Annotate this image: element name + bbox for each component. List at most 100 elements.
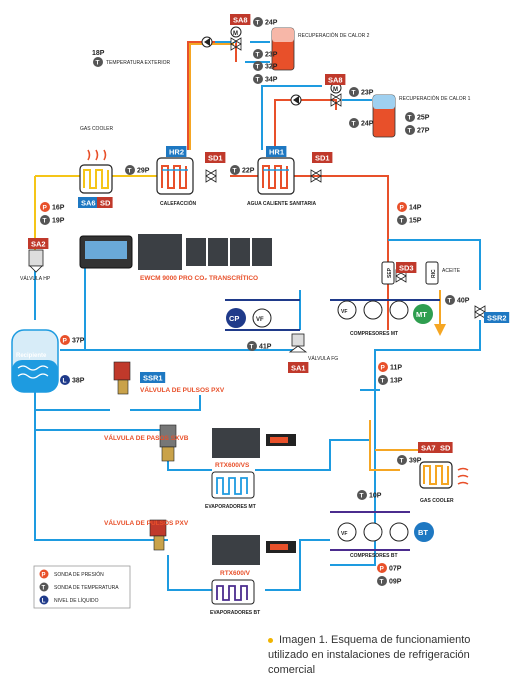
sensor-09p: T 09P xyxy=(377,576,402,586)
pump-icon xyxy=(201,36,302,106)
gascooler2-label: GAS COOLER xyxy=(420,498,454,504)
sensor-type-icon xyxy=(253,49,263,59)
sensor-type-icon xyxy=(405,112,415,122)
tag-text: HR2 xyxy=(169,148,184,157)
pipe-dark-bt-bus xyxy=(330,511,410,551)
tag-background xyxy=(484,312,510,323)
calefaccion-label: CALEFACCIÓN xyxy=(160,199,197,207)
sensor-type-letter: T xyxy=(352,121,356,128)
tag-background xyxy=(28,238,49,249)
gas-cooler-1 xyxy=(79,149,113,194)
sensor-id: 32P xyxy=(265,64,278,71)
sensor-id: 10P xyxy=(369,493,382,500)
tag-sa7: SA7 xyxy=(418,442,439,453)
sensor-type-letter: T xyxy=(256,77,260,84)
ric-label: RIC xyxy=(431,269,437,278)
sensor-type-icon xyxy=(349,118,359,128)
gascooler-label: GAS COOLER xyxy=(80,126,113,132)
sensor-type-letter: T xyxy=(408,128,412,135)
tag-background xyxy=(437,442,453,453)
three-way-valve-icon xyxy=(205,169,322,183)
rtx600vs-device xyxy=(212,428,296,458)
tag-text: SA1 xyxy=(291,364,306,373)
pipe-blue-recup1 xyxy=(261,85,372,150)
sensor-type-icon xyxy=(93,57,103,67)
sensor-id: 24P xyxy=(265,20,278,27)
sensor-type-letter: T xyxy=(233,168,237,175)
tag-sa6: SA6 xyxy=(78,197,99,208)
sensor-id: 09P xyxy=(389,579,402,586)
sensor-type-letter: T xyxy=(381,378,385,385)
legend-temperature: SONDA DE TEMPERATURA xyxy=(54,585,119,591)
vf-label: VF xyxy=(256,317,264,323)
motor-valve-icon: M M xyxy=(230,26,342,107)
sensor-type-letter: T xyxy=(408,115,412,122)
tag-text: HR1 xyxy=(269,148,284,157)
pipe-blue-main xyxy=(34,270,370,541)
tag-text: SD xyxy=(100,199,111,208)
sensor-id: 22P xyxy=(242,168,255,175)
tag-background xyxy=(288,362,309,373)
controller-label: EWCM 9000 PRO CO₂ TRANSCRÍTICO xyxy=(140,273,258,282)
tag-text: SA6 xyxy=(81,199,96,208)
sensor-type-icon xyxy=(230,165,240,175)
sensor-type-letter: T xyxy=(400,458,404,465)
evaporator-mt xyxy=(211,471,255,499)
caption-text: Imagen 1. Esquema de funcionamiento util… xyxy=(268,634,471,676)
rtx600vs-label: RTX600/VS xyxy=(215,462,250,469)
legend: P T L xyxy=(33,565,131,609)
tag-background xyxy=(166,146,187,157)
sensor-type-letter: T xyxy=(380,579,384,586)
valve-ssr2-icon xyxy=(474,305,486,319)
tag-text: SD1 xyxy=(315,154,330,163)
sensor-type-letter: T xyxy=(448,298,452,305)
compresores-mt-label: COMPRESORES MT xyxy=(350,331,398,337)
tag-background xyxy=(230,14,251,25)
tag-text: SA2 xyxy=(31,240,46,249)
sensor-type-icon xyxy=(377,563,387,573)
tag-background xyxy=(396,262,417,273)
sensor-type-icon xyxy=(60,335,70,345)
pipe-orange-compmt xyxy=(369,420,400,471)
pipe-orange-recup2 xyxy=(189,43,234,150)
compressors-mt xyxy=(337,300,433,324)
tag-background xyxy=(418,442,439,453)
sensor-type-icon xyxy=(125,165,135,175)
sensor-id: 13P xyxy=(390,378,403,385)
sensor-id: 40P xyxy=(457,298,470,305)
sensor-type-icon xyxy=(378,375,388,385)
tag-text: SSR2 xyxy=(487,314,507,323)
valvula-sxvb-label: VÁLVULA DE PASOS SXVB xyxy=(104,433,189,442)
valvula-fg-label: VÁLVULA FG xyxy=(308,355,338,362)
sensor-type-icon xyxy=(397,202,407,212)
sensor-40p: T 40P xyxy=(445,295,470,305)
sensor-type-letter: T xyxy=(128,168,132,175)
figure-caption: Imagen 1. Esquema de funcionamiento util… xyxy=(268,633,508,678)
svg-text:L: L xyxy=(42,599,46,605)
sensor-id: 14P xyxy=(409,205,422,212)
vf-bt-label: VF xyxy=(341,531,347,537)
recipiente-label: Recipiente xyxy=(16,353,47,359)
vf-mt-label: VF xyxy=(341,309,347,315)
sensor-type-letter: T xyxy=(352,90,356,97)
heat-exchanger-hr2 xyxy=(156,157,194,195)
rtx600v-device xyxy=(212,535,296,565)
sensor-id: 37P xyxy=(72,338,85,345)
sensor-type-letter: T xyxy=(43,218,47,225)
sensor-type-letter: T xyxy=(250,344,254,351)
sensor-type-icon xyxy=(40,215,50,225)
sensor-type-icon xyxy=(40,202,50,212)
compresores-bt-label: COMPRESORES BT xyxy=(350,553,398,559)
sensor-type-icon xyxy=(253,74,263,84)
evap-bt-label: EVAPORADORES BT xyxy=(210,610,260,616)
